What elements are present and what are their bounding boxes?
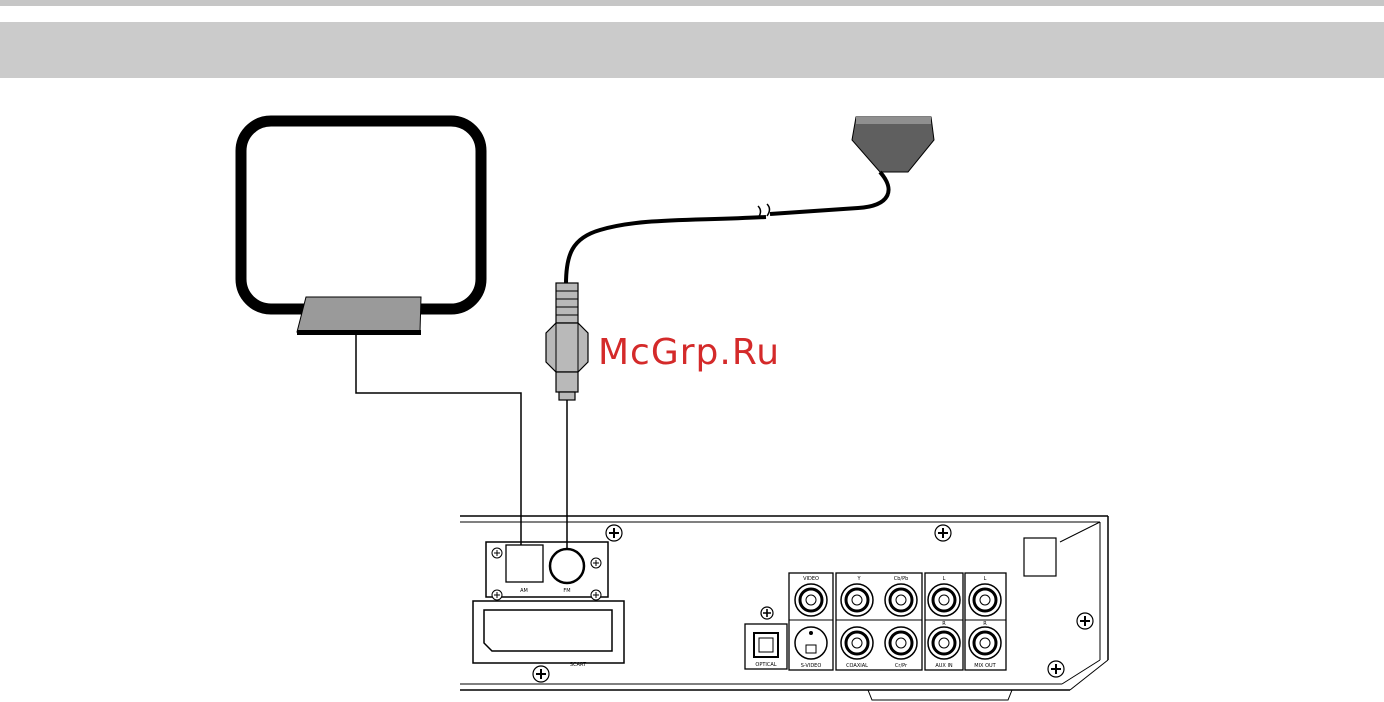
rca-jack	[885, 584, 917, 616]
screw-icon	[1048, 661, 1064, 677]
am-wire	[356, 334, 521, 554]
rca-jack	[928, 584, 960, 616]
rca-jack	[969, 584, 1001, 616]
r-label: R	[942, 621, 946, 627]
r-label: R	[983, 621, 987, 627]
aux-in-label: AUX IN	[935, 663, 953, 669]
svideo-label: S-VIDEO	[801, 663, 822, 669]
scart-label: SCART	[570, 662, 587, 668]
fm-label: FM	[563, 588, 570, 594]
screw-icon	[1077, 613, 1093, 629]
mix-out-label: MIX OUT	[974, 663, 996, 669]
am-label: AM	[520, 588, 528, 594]
rca-jack	[928, 627, 960, 659]
rca-jacks	[795, 584, 1001, 659]
coaxial-label: COAXIAL	[846, 663, 868, 669]
rca-jack	[969, 627, 1001, 659]
video-label: VIDEO	[803, 576, 819, 582]
scart-block: SCART	[473, 601, 624, 668]
cb-pb-label: Cb/Pb	[894, 576, 909, 582]
optical-block: OPTICAL	[745, 624, 787, 669]
rca-jack	[885, 627, 917, 659]
fm-antenna-box	[852, 117, 934, 172]
l-label: L	[984, 576, 987, 582]
screw-icon	[935, 525, 951, 541]
svideo-jack	[795, 627, 827, 659]
optical-label: OPTICAL	[755, 662, 776, 668]
watermark: McGrp.Ru	[598, 333, 780, 373]
rca-jack	[841, 627, 873, 659]
am-terminal	[506, 545, 543, 582]
am-loop-antenna	[241, 121, 481, 335]
y-label: Y	[856, 576, 861, 582]
rca-jack	[795, 584, 827, 616]
rca-jack	[841, 584, 873, 616]
rear-panel	[460, 516, 1108, 700]
l-label: L	[943, 576, 946, 582]
cr-pr-label: Cr/Pr	[895, 663, 908, 669]
antenna-terminal-block: AM FM	[486, 542, 608, 600]
screw-icon	[533, 666, 549, 682]
fm-coax-plug	[546, 283, 588, 400]
fm-terminal	[550, 549, 584, 583]
screw-icon	[606, 525, 622, 541]
screw-icon	[761, 607, 773, 619]
fm-cable	[566, 172, 889, 284]
